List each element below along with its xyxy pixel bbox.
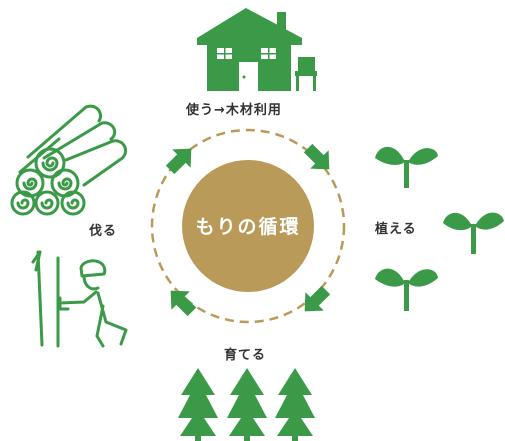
stage-use-label: 使う→木材利用 (186, 103, 282, 118)
log-pile-icon (10, 104, 128, 216)
arrow-icon (165, 148, 192, 175)
sprout-icon (443, 212, 504, 254)
center-circle (182, 160, 314, 292)
tree-icon (178, 368, 218, 441)
house-icon (197, 8, 302, 91)
stage-plant-label: 植える (375, 222, 417, 237)
lumberjack-icon (31, 250, 128, 348)
tree-icon (275, 368, 315, 441)
arrow-icon (170, 290, 197, 317)
sprout-icon (375, 268, 438, 311)
arrow-icon (304, 285, 331, 312)
center-title: もりの循環 (195, 215, 301, 238)
tree-icon (227, 368, 267, 441)
arrow-icon (303, 143, 330, 170)
chair-icon (295, 57, 317, 91)
stage-grow-label: 育てる (224, 348, 267, 363)
cycle-ring (150, 128, 346, 324)
stage-cut-label: 伐る (89, 224, 118, 239)
sprout-icon (375, 146, 438, 188)
